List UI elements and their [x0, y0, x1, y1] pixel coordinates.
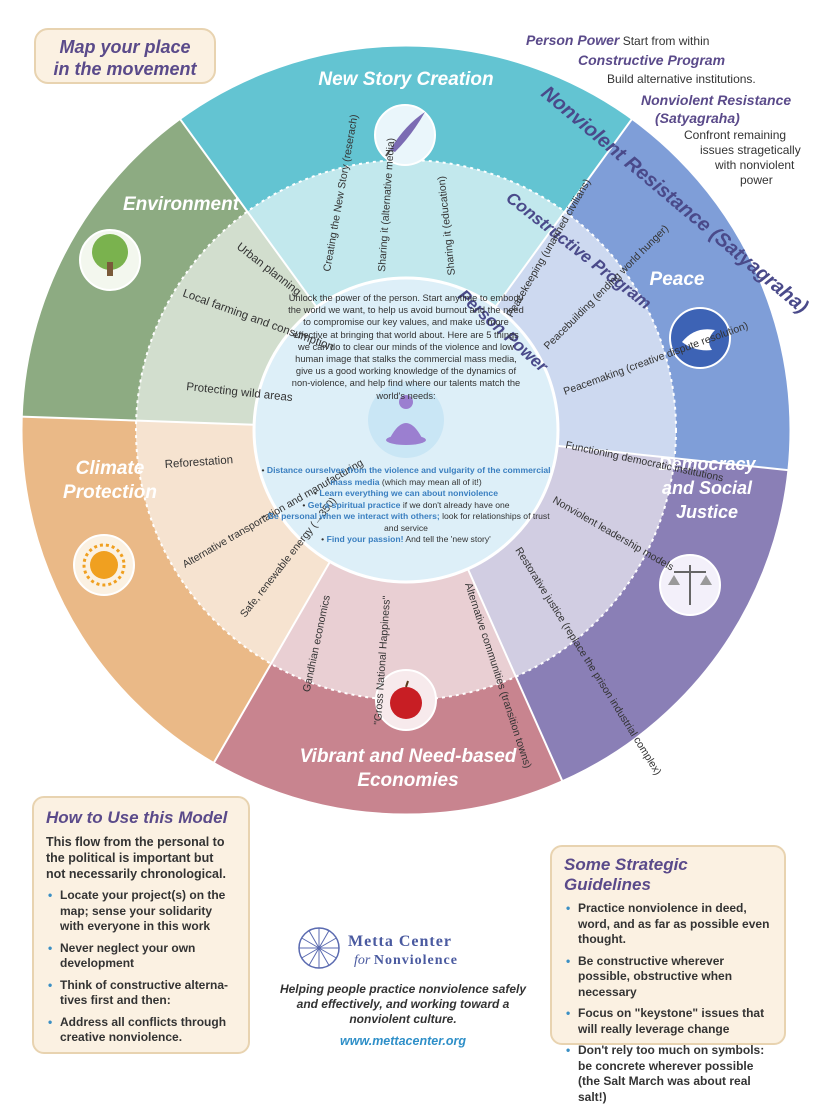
list-item: Locate your project(s) on the map; sense…: [48, 888, 236, 935]
pp-step: • Find your passion! And tell the 'new s…: [321, 534, 491, 544]
list-item: Never neglect your own development: [48, 941, 236, 972]
list-item: Practice nonviolence in deed, word, and …: [566, 901, 772, 948]
legend-person-power: Person Power Start from within: [526, 32, 710, 48]
legend-nonviolent-line1: Nonviolent Resistance: [641, 92, 792, 108]
legend-nonviolent-desc3: with nonviolent: [715, 158, 795, 172]
tagline: Helping people practice nonviolence safe…: [279, 982, 527, 1026]
economies-title-line2: Economies: [357, 770, 458, 791]
wheel-logo-icon: [298, 927, 340, 969]
logo-name: Metta Center: [348, 933, 452, 950]
website-link[interactable]: www.mettacenter.org: [340, 1034, 466, 1048]
sector-outer-peace: [564, 118, 791, 471]
sector-middle-new_story: [247, 160, 565, 308]
outer-sectors: [21, 45, 791, 815]
pp-step: • Get a spiritual practice if we don't a…: [302, 499, 510, 510]
new-story-title: New Story Creation: [318, 69, 493, 90]
how-to-intro: This flow from the personal to the polit…: [46, 835, 226, 881]
list-item: Don't rely too much on symbols: be concr…: [566, 1043, 772, 1105]
legend-nonviolent-line2: (Satyagraha): [655, 110, 740, 126]
democracy-title-line1: Democracy: [658, 454, 756, 474]
sun-icon: [73, 534, 135, 596]
list-item: Be constructive wherever possible, obstr…: [566, 954, 772, 1001]
sector-middle-climate: [136, 420, 330, 664]
list-item: Address all conflicts through creative n…: [48, 1015, 236, 1046]
sector-outer-climate: [21, 416, 271, 764]
guidelines-title: Some Strategic Guidelines: [564, 855, 688, 894]
legend-nonviolent-desc2: issues stragetically: [700, 143, 801, 157]
person-power-steps: • Distance ourselves from the violence a…: [256, 465, 556, 546]
guidelines-list: Practice nonviolence in deed, word, and …: [564, 901, 772, 1105]
climate-title-line1: Climate: [76, 458, 145, 479]
person-power-intro: Unlock the power of the person. Start an…: [288, 293, 524, 401]
apple-icon: [375, 669, 437, 731]
wheel-diagram: New Story Creation Environment Peace Cli…: [19, 43, 813, 817]
map-title-line2: in the movement: [53, 59, 197, 79]
how-to-list: Locate your project(s) on the map; sense…: [46, 888, 236, 1046]
legend-nonviolent-desc4: power: [740, 173, 773, 187]
environment-title: Environment: [123, 194, 240, 215]
pp-step: • Be personal when we interact with othe…: [262, 511, 550, 533]
legend-constructive: Constructive Program: [578, 52, 726, 68]
dove-icon: [669, 307, 731, 369]
quill-icon: [374, 104, 436, 166]
scales-icon: [659, 554, 721, 616]
tree-icon: [79, 229, 141, 291]
item-climate-1: Reforestation: [164, 454, 233, 471]
legend-nonviolent-desc1: Confront remaining: [684, 128, 787, 142]
meditation-icon: [368, 382, 444, 458]
map-title-box: Map your place in the movement: [34, 28, 216, 84]
list-item: Focus on "keystone" issues that will rea…: [566, 1006, 772, 1037]
metta-center-logo[interactable]: Metta Center for Nonviolence: [296, 925, 506, 975]
climate-title-line2: Protection: [63, 482, 157, 503]
logo-sub: for Nonviolence: [354, 953, 458, 968]
sector-middle-economies: [271, 561, 516, 700]
guidelines-panel: Some Strategic Guidelines Practice nonvi…: [550, 845, 786, 1104]
legend-constructive-desc: Build alternative institutions.: [607, 72, 756, 86]
sector-outer-democracy: [515, 458, 789, 782]
economies-title-line1: Vibrant and Need-based: [300, 746, 517, 767]
democracy-title-line3: Justice: [676, 502, 738, 522]
list-item: Think of constructive alterna-tives firs…: [48, 978, 236, 1009]
sector-outer-economies: [213, 663, 563, 815]
democracy-title-line2: and Social: [662, 478, 753, 498]
sector-middle-peace: [495, 211, 677, 459]
pp-step: • Learn everything we can about nonviole…: [313, 488, 498, 498]
sector-middle-democracy: [467, 445, 675, 677]
map-title-line1: Map your place: [59, 37, 191, 57]
peace-title: Peace: [650, 269, 705, 290]
pp-step: • Distance ourselves from the violence a…: [261, 465, 551, 487]
how-to-title: How to Use this Model: [46, 808, 228, 827]
how-to-panel: How to Use this Model This flow from the…: [32, 796, 250, 1054]
middle-sectors: [136, 160, 677, 700]
sector-middle-environment: [136, 211, 317, 425]
